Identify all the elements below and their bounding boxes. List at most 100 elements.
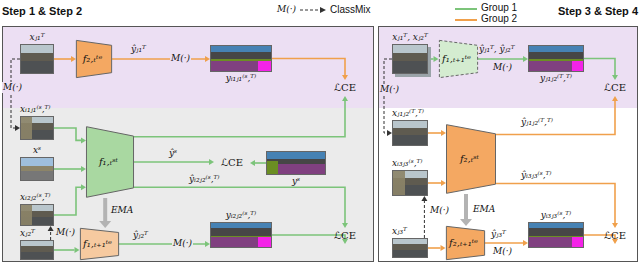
loss-term: ℒCE xyxy=(325,80,365,96)
connector-line xyxy=(272,59,345,76)
connector xyxy=(54,184,86,215)
teacher-network: f₁,ₜ₊₁ᵗᵉ xyxy=(439,40,478,78)
connector-line xyxy=(485,242,524,244)
connector xyxy=(428,245,446,251)
edge-label: EMA xyxy=(110,205,134,216)
image-label: xⱼ₁ᵀ xyxy=(30,32,45,43)
trapezoid-shape xyxy=(76,40,111,77)
edge-label: ŷⱼ₃ᵀ xyxy=(490,229,507,240)
legend-swatch xyxy=(455,8,477,10)
connector-line xyxy=(134,161,209,163)
edge-label: ŷⱼ₁ᵀ, ŷⱼ₂ᵀ xyxy=(478,44,515,55)
student-network: f₁,ₜˢᵗ xyxy=(86,126,134,198)
legend-dashed-arrow xyxy=(300,10,321,11)
connector xyxy=(134,96,348,137)
loss-term: ℒCE xyxy=(325,228,365,244)
connector-line xyxy=(424,201,425,238)
arrow-head xyxy=(441,130,446,136)
mixed-image: xᵢ₃ⱼ₃⁽ˢ,ᵀ⁾ xyxy=(392,170,428,196)
legend-text: Group 1 xyxy=(481,2,517,14)
arrow-head xyxy=(612,96,618,101)
connector xyxy=(428,56,439,62)
image-label: xⱼ₂ᵀ xyxy=(20,228,35,239)
connector-line xyxy=(496,184,615,224)
arrow-head xyxy=(75,247,80,253)
connector-line xyxy=(54,187,81,215)
target-image: xⱼ₁ᵀ xyxy=(20,44,54,74)
arrow-head xyxy=(250,160,255,166)
classmix-operator: M(·) xyxy=(429,205,450,216)
arrow-head xyxy=(342,96,348,101)
arrow-head xyxy=(612,75,618,80)
pseudo-label-map: yᵢ₁ⱼ₁⁽ˢ,ᵀ⁾ xyxy=(210,45,272,72)
edge-label: ŷˢ xyxy=(168,148,178,159)
teacher-network: f₁,ₜ₊₁ᵗᵉ xyxy=(80,228,119,260)
image-label: yᵢ₃ⱼ₃⁽ˢ,ᵀ⁾ xyxy=(541,210,572,221)
trapezoid-shape xyxy=(446,226,484,259)
image-label: xᵢ₃ⱼ₃⁽ˢ,ᵀ⁾ xyxy=(392,158,423,169)
connector xyxy=(54,166,86,172)
connector-line xyxy=(496,101,615,135)
connector xyxy=(421,196,427,238)
connector xyxy=(54,247,80,253)
classmix-operator: M(·) xyxy=(2,82,23,93)
arrow-head xyxy=(460,219,472,226)
purple-band xyxy=(2,26,374,108)
panel-heading: Step 3 & Step 4 xyxy=(558,4,638,18)
loss-term-text: ℒCE xyxy=(604,82,626,94)
connector-line xyxy=(464,194,468,219)
loss-term: ℒCE xyxy=(214,155,250,171)
connector-line xyxy=(428,247,441,249)
connector-line xyxy=(584,59,615,76)
arrow-head xyxy=(342,223,348,228)
target-image: xⱼ₂ᵀ xyxy=(20,240,54,260)
image-label: yᵢ₂ⱼ₂⁽ˢ,ᵀ⁾ xyxy=(226,210,257,221)
grey-band xyxy=(2,108,374,262)
image-label: xˢ xyxy=(33,145,41,156)
connector xyxy=(428,130,446,136)
pseudo-label-map: yᵢ₃ⱼ₃⁽ˢ,ᵀ⁾ xyxy=(528,222,584,248)
connector-line xyxy=(478,58,524,60)
teacher-network: f₂,ₜᵗᵉ xyxy=(76,40,112,78)
trapezoid-shape xyxy=(80,228,118,259)
loss-term-text: ℒCE xyxy=(334,230,356,242)
arrow-head xyxy=(81,166,86,172)
legend-swatch xyxy=(455,19,477,21)
connector xyxy=(134,159,214,165)
connector xyxy=(460,194,472,226)
arrow-head xyxy=(81,137,86,143)
arrow-head xyxy=(71,56,76,62)
loss-term-text: ℒCE xyxy=(334,82,356,94)
classmix-operator: M(·) xyxy=(492,246,513,257)
legend-arrow-head xyxy=(320,7,326,13)
arrow-head xyxy=(441,245,446,251)
connector-line xyxy=(54,249,75,251)
network-name: f₂,ₜ₊₁ᵗᵉ xyxy=(449,237,478,249)
connector-line xyxy=(428,58,434,60)
network-name: f₂,ₜᵗᵉ xyxy=(83,53,103,65)
classmix-operator: M(·) xyxy=(170,53,191,64)
arrow-head xyxy=(99,221,111,228)
pseudo-label-map: yᵢ₂ⱼ₂⁽ˢ,ᵀ⁾ xyxy=(210,222,272,248)
source-label-map: yˢ xyxy=(266,151,326,175)
connector xyxy=(112,56,210,62)
loss-term-text: ℒCE xyxy=(221,157,243,169)
connector xyxy=(250,160,266,166)
edge-label: ŷⱼ₂ᵀ xyxy=(132,230,149,241)
connector xyxy=(119,241,211,247)
connector-line xyxy=(54,58,71,60)
connector xyxy=(48,226,54,240)
classmix-operator: M(·) xyxy=(379,84,400,95)
target-image: xⱼ₃ᵀ xyxy=(392,238,428,258)
source-image: xˢ xyxy=(20,157,54,181)
trapezoid-shape xyxy=(439,40,477,77)
connector xyxy=(54,56,76,62)
arrow-head xyxy=(81,184,86,190)
image-label: yᵢ₁ⱼ₁⁽ˢ,ᵀ⁾ xyxy=(226,73,257,84)
connector-line xyxy=(384,59,392,133)
mixed-image: xᵢ₁ⱼ₁⁽ˢ,ᵀ⁾ xyxy=(20,116,54,140)
arrow-head xyxy=(342,75,348,80)
image-label: xⱼ₁ⱼ₂⁽ᵀ,ᵀ⁾ xyxy=(392,108,424,119)
loss-term-text: ℒCE xyxy=(604,230,626,242)
